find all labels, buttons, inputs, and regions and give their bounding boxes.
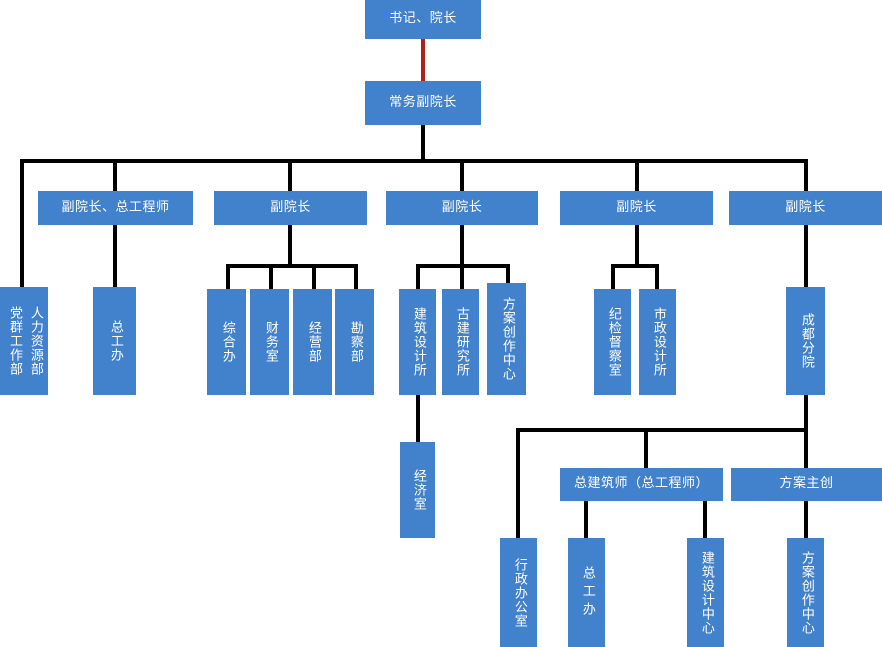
connector-drop-groupB-2 <box>460 264 464 289</box>
node-scheme-creation-center-branch[interactable]: 方案创作中心 <box>787 538 824 647</box>
connector-groupA-bus <box>226 264 358 268</box>
node-chief-engineer-office[interactable]: 总工办 <box>93 287 136 395</box>
node-deputy-chief-engineer[interactable]: 副院长、总工程师 <box>38 191 193 225</box>
connector-chengdu-down <box>804 394 808 432</box>
connector-drop-groupA-2 <box>269 264 273 289</box>
node-scheme-creation-center-upper[interactable]: 方案创作中心 <box>487 283 526 395</box>
connector-drop-groupB-3 <box>506 264 510 289</box>
connector-drop-groupC-1 <box>611 264 615 289</box>
connector-drop-groupC-2 <box>655 264 659 289</box>
node-survey-dept[interactable]: 勘察部 <box>335 289 374 395</box>
connector-groupC-bus <box>611 264 659 268</box>
connector-deputy1-to-chief-eng <box>113 224 117 289</box>
connector-top-to-exec <box>421 37 425 81</box>
node-architecture-design-institute[interactable]: 建筑设计所 <box>399 289 436 395</box>
connector-exec-down <box>421 124 425 160</box>
node-finance-office[interactable]: 财务室 <box>250 289 289 395</box>
node-architecture-design-center[interactable]: 建筑设计中心 <box>687 538 724 647</box>
node-deputy-5[interactable]: 副院长 <box>729 191 882 225</box>
connector-drop-deputy-4 <box>635 159 639 192</box>
node-ancient-architecture-research-institute[interactable]: 古建研究所 <box>442 289 479 395</box>
connector-deputy3-down <box>460 224 464 266</box>
connector-drop-groupA-1 <box>226 264 230 289</box>
connector-deputy4-down <box>635 224 639 266</box>
node-operations-dept[interactable]: 经营部 <box>293 289 332 395</box>
connector-drop-groupB-1 <box>416 264 420 289</box>
node-party-work-dept-label: 党群工作部 <box>7 306 22 376</box>
connector-arch-to-economics <box>416 394 420 442</box>
connector-chief-architect-to-archcenter <box>703 500 707 538</box>
node-chief-engineer-office-branch[interactable]: 总工办 <box>568 538 605 647</box>
node-chief-architect[interactable]: 总建筑师（总工程师） <box>560 468 723 501</box>
node-discipline-inspection-office[interactable]: 纪检督察室 <box>594 289 631 395</box>
connector-drop-scheme-lead <box>804 428 808 468</box>
connector-drop-groupA-3 <box>312 264 316 289</box>
connector-drop-groupA-4 <box>354 264 358 289</box>
node-top-leader[interactable]: 书记、院长 <box>365 0 481 39</box>
node-chengdu-branch[interactable]: 成都分院 <box>786 287 825 395</box>
node-executive-deputy[interactable]: 常务副院长 <box>365 81 481 125</box>
node-deputy-4[interactable]: 副院长 <box>560 191 713 225</box>
connector-bypass-hr-party <box>20 159 24 289</box>
node-administrative-office[interactable]: 行政办公室 <box>500 538 537 647</box>
node-hr-dept-label: 人力资源部 <box>27 306 43 376</box>
connector-deputy5-to-chengdu <box>804 224 808 289</box>
connector-level2-bus <box>20 159 808 163</box>
node-scheme-lead[interactable]: 方案主创 <box>731 468 882 501</box>
connector-drop-admin-office <box>516 428 520 538</box>
node-deputy-2[interactable]: 副院长 <box>214 191 367 225</box>
node-general-office[interactable]: 综合办 <box>207 289 246 395</box>
connector-drop-deputy-1 <box>113 159 117 192</box>
connector-deputy2-down <box>288 224 292 266</box>
connector-drop-deputy-3 <box>460 159 464 192</box>
connector-drop-chief-architect <box>644 428 648 468</box>
connector-chengdu-bus <box>516 428 808 432</box>
connector-chief-architect-to-chiefeng2 <box>584 500 588 538</box>
node-hr-and-party-dept[interactable]: 人力资源部 党群工作部 <box>0 287 48 395</box>
node-deputy-3[interactable]: 副院长 <box>386 191 538 225</box>
node-municipal-design-institute[interactable]: 市政设计所 <box>639 289 676 395</box>
connector-drop-deputy-5 <box>804 159 808 192</box>
node-economics-office[interactable]: 经济室 <box>400 442 435 538</box>
connector-drop-deputy-2 <box>288 159 292 192</box>
connector-scheme-lead-to-scheme-center <box>804 500 808 538</box>
